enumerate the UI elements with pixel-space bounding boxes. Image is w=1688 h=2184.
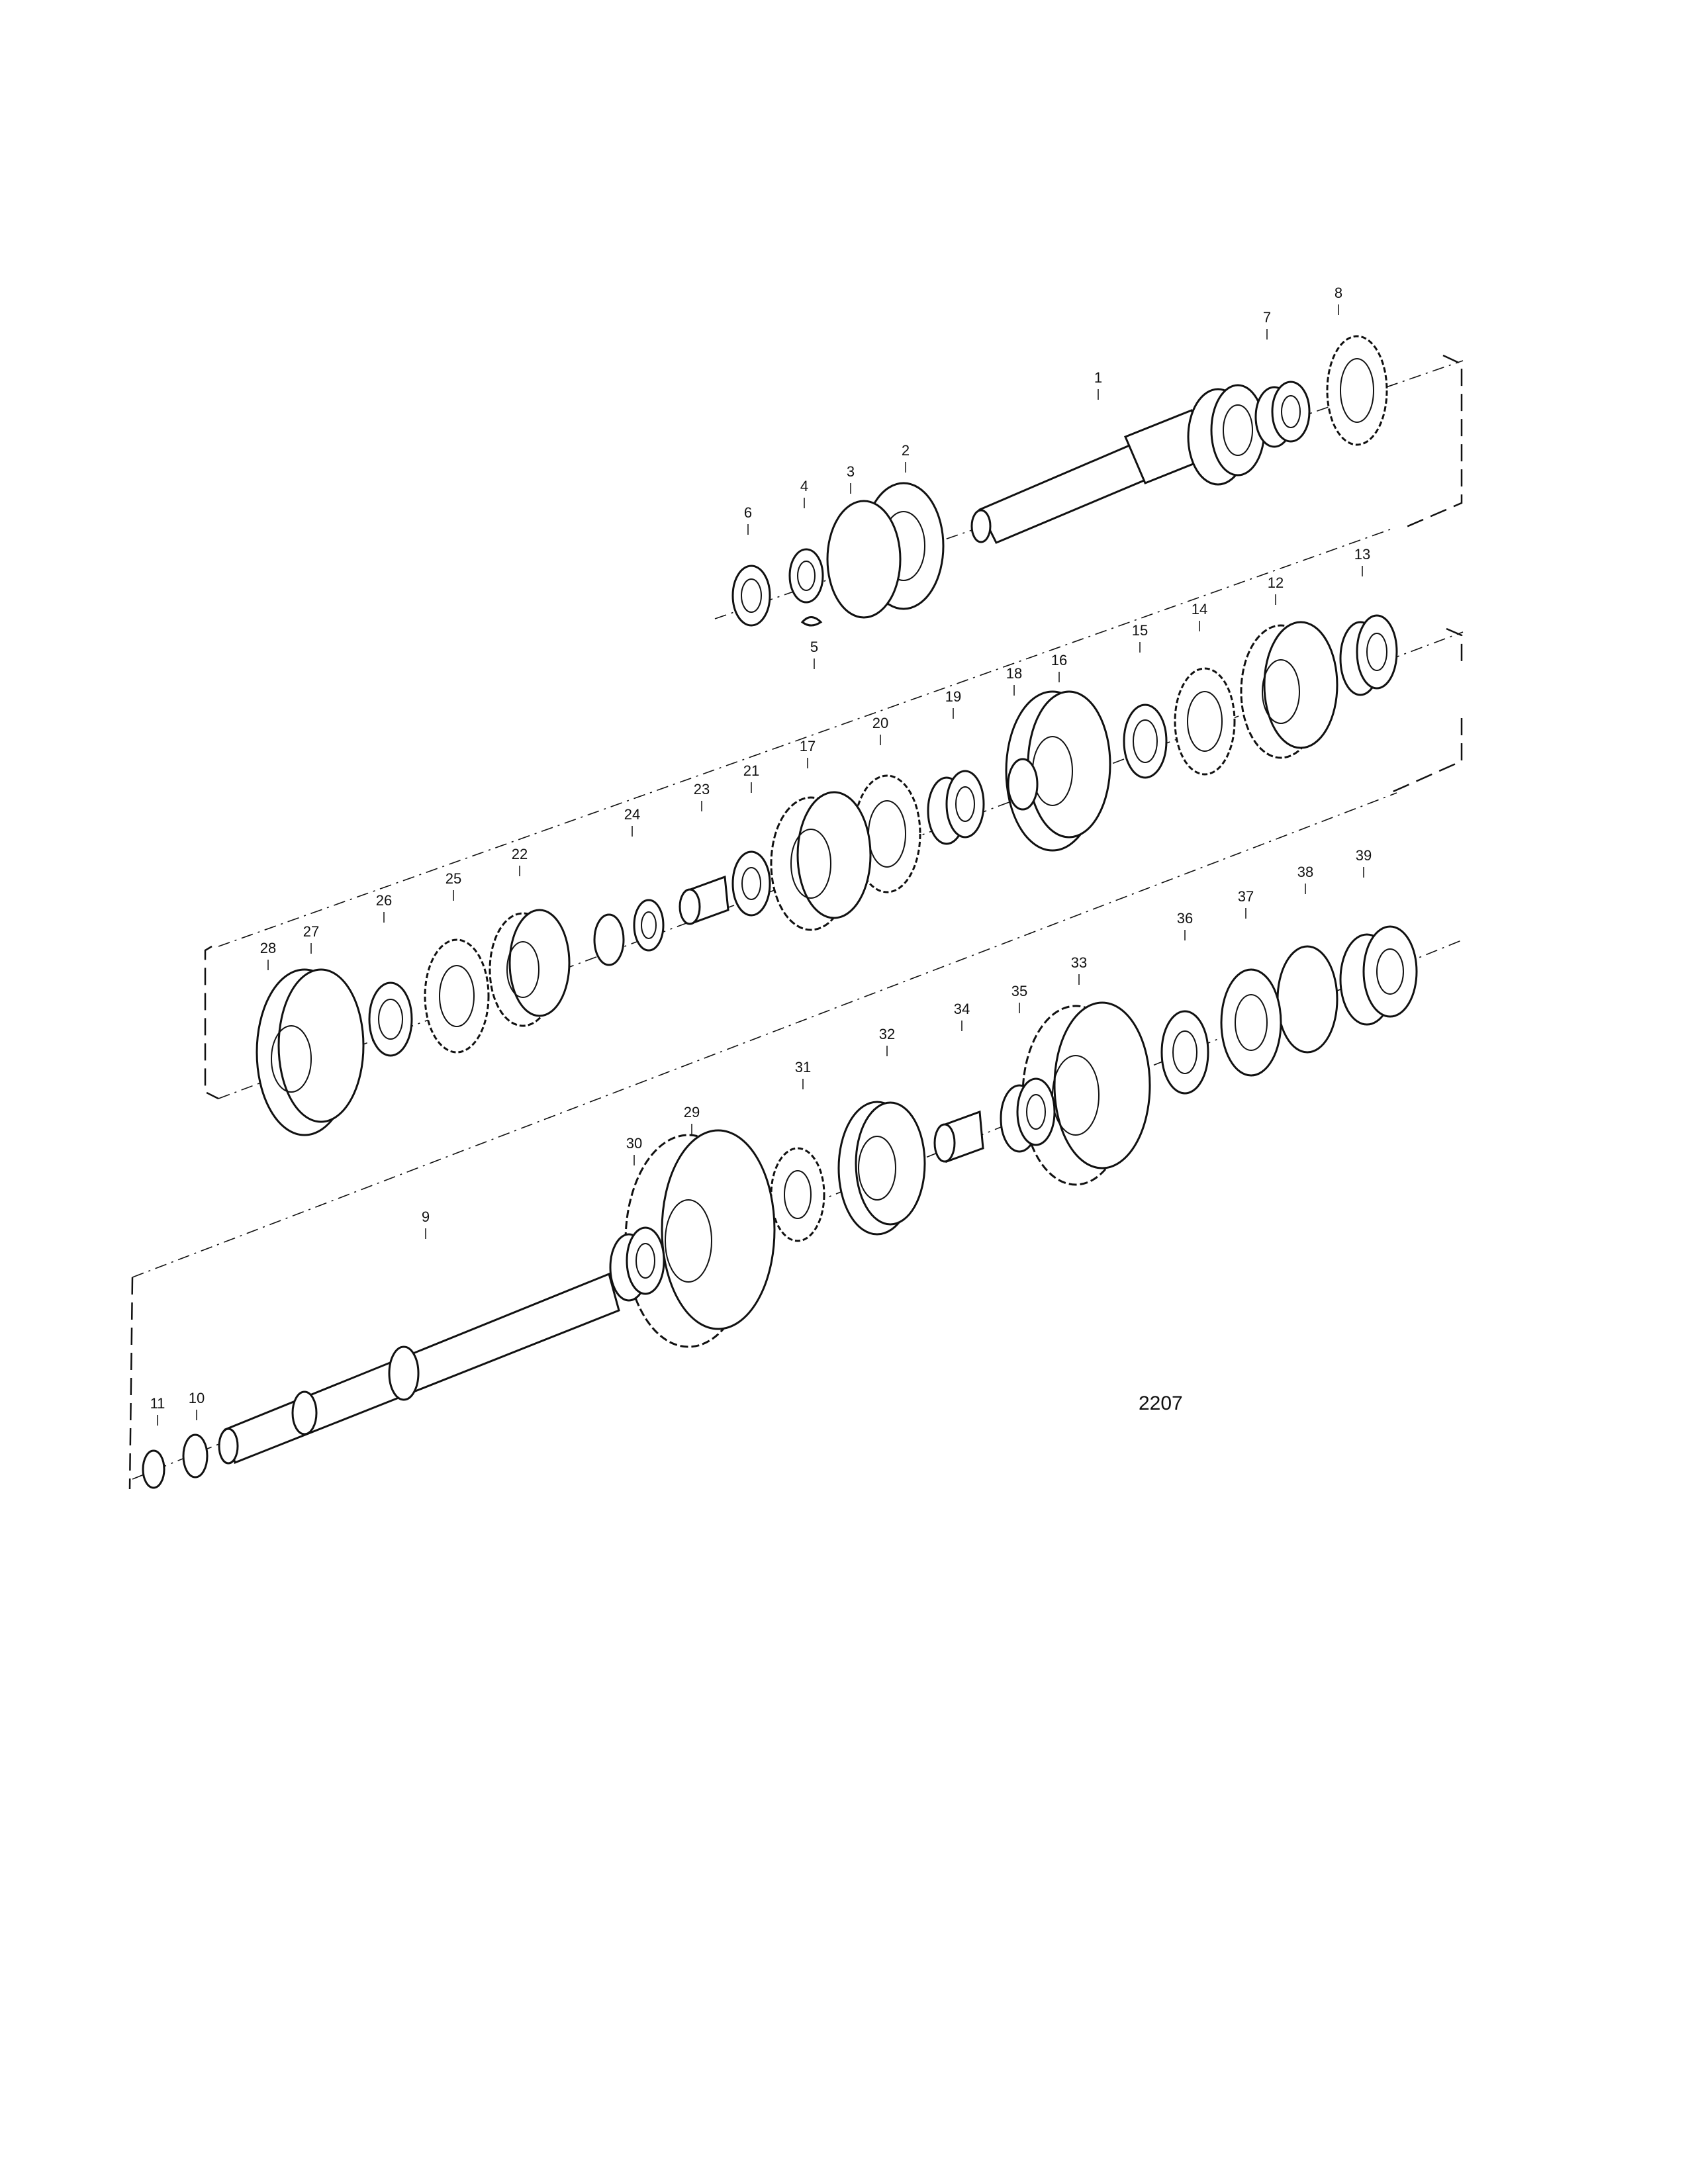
hub-37 xyxy=(1220,968,1282,1077)
callout-15: 15 xyxy=(1132,622,1148,639)
callout-21: 21 xyxy=(743,762,759,779)
gear-29 xyxy=(624,1129,776,1348)
bearing-19 xyxy=(927,770,985,845)
link-axis-1 xyxy=(218,529,1391,947)
callout-38: 38 xyxy=(1297,864,1313,880)
ring-6 xyxy=(731,565,771,627)
washer-21 xyxy=(731,850,771,917)
callout-25: 25 xyxy=(445,870,461,887)
callout-12: 12 xyxy=(1268,574,1284,591)
callout-30: 30 xyxy=(626,1135,642,1152)
circlip-38 xyxy=(1276,945,1338,1054)
callout-31: 31 xyxy=(795,1059,811,1075)
callout-11: 11 xyxy=(150,1395,165,1412)
gear-12 xyxy=(1240,621,1338,759)
bushing-23 xyxy=(679,875,729,925)
gear-17 xyxy=(770,791,872,931)
gear-ring-upper xyxy=(1326,335,1388,446)
callout-18: 18 xyxy=(1006,665,1022,682)
callout-27: 27 xyxy=(303,923,319,940)
callout-labels: 1234567891011121314151617181920212223242… xyxy=(150,285,1372,1426)
gear-22 xyxy=(489,909,571,1027)
callout-23: 23 xyxy=(694,781,710,797)
callout-20: 20 xyxy=(872,715,888,731)
callout-36: 36 xyxy=(1177,910,1193,927)
input-shaft xyxy=(970,384,1266,544)
callout-32: 32 xyxy=(879,1026,895,1042)
bearing-39 xyxy=(1339,925,1418,1026)
lower-assembly-frame xyxy=(128,1277,134,1490)
link-axis-2 xyxy=(132,792,1397,1278)
upper-assembly-frame xyxy=(1389,354,1463,794)
key-5 xyxy=(800,616,823,627)
sleeve-28 xyxy=(256,968,365,1136)
callout-34: 34 xyxy=(954,1001,970,1017)
callout-5: 5 xyxy=(810,639,818,655)
callout-24: 24 xyxy=(624,806,640,823)
circlip-11 xyxy=(142,1449,165,1489)
hub-15 xyxy=(1123,704,1168,779)
callout-16: 16 xyxy=(1051,652,1067,668)
figure-number: 2207 xyxy=(1139,1392,1183,1414)
gear-ring-14 xyxy=(1174,667,1236,776)
circlip-3 xyxy=(826,500,902,619)
callout-6: 6 xyxy=(744,504,752,521)
callout-14: 14 xyxy=(1192,601,1207,617)
main-shaft xyxy=(218,1272,620,1465)
hub-18 xyxy=(1007,758,1039,811)
bearing-30 xyxy=(609,1226,665,1302)
sleeve-16 xyxy=(1005,690,1111,852)
hub-26 xyxy=(368,981,413,1057)
callout-35: 35 xyxy=(1011,983,1027,999)
bushing-34 xyxy=(933,1110,984,1163)
callout-19: 19 xyxy=(945,688,961,705)
callout-1: 1 xyxy=(1094,369,1102,386)
callout-13: 13 xyxy=(1354,546,1370,563)
callout-7: 7 xyxy=(1263,309,1271,326)
bushing-10 xyxy=(182,1433,209,1479)
washer-36 xyxy=(1160,1010,1209,1095)
callout-2: 2 xyxy=(902,442,910,459)
bearing-13 xyxy=(1339,614,1398,696)
ring-4 xyxy=(788,548,824,604)
callout-10: 10 xyxy=(189,1390,205,1406)
callout-29: 29 xyxy=(684,1104,700,1120)
callout-8: 8 xyxy=(1335,285,1342,301)
callout-28: 28 xyxy=(260,940,276,956)
callout-3: 3 xyxy=(847,463,855,480)
callout-22: 22 xyxy=(512,846,528,862)
callout-33: 33 xyxy=(1071,954,1087,971)
callout-9: 9 xyxy=(422,1208,430,1225)
gear-ring-25 xyxy=(424,938,490,1054)
callout-37: 37 xyxy=(1238,888,1254,905)
callout-26: 26 xyxy=(376,892,392,909)
middle-assembly-frame xyxy=(204,945,219,1100)
callout-17: 17 xyxy=(800,738,816,754)
bearing-needle-upper xyxy=(1254,381,1311,448)
callout-4: 4 xyxy=(800,478,808,494)
bearing-24 xyxy=(593,899,665,966)
callout-39: 39 xyxy=(1356,847,1372,864)
gear-33 xyxy=(1021,1001,1151,1186)
bearing-35 xyxy=(1000,1077,1056,1153)
sleeve-32 xyxy=(837,1101,926,1236)
gear-31 xyxy=(770,1147,825,1242)
